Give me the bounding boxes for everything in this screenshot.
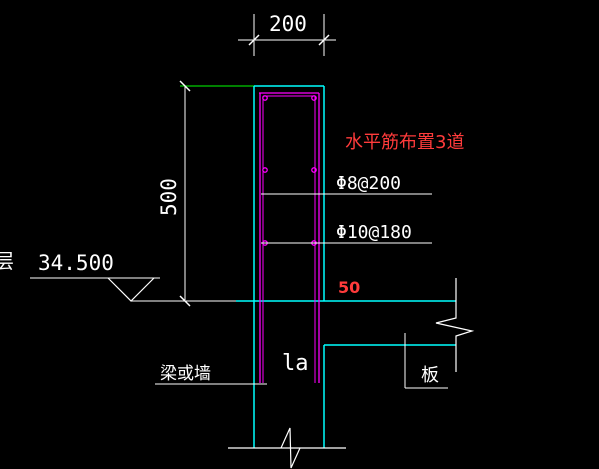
- bottom-break-line: [228, 427, 346, 469]
- rebar-dot: [311, 167, 317, 173]
- width-dimension: 200: [238, 12, 336, 56]
- slab-break-line: [435, 278, 475, 372]
- rebar-leader-1: Φ8@200: [261, 173, 432, 195]
- rebar-dot: [311, 95, 317, 101]
- offset-dim-label: 50: [338, 278, 360, 297]
- beam-or-wall-label: 梁或墙: [160, 364, 211, 384]
- rebar-dots: [262, 95, 317, 246]
- slab-label: 板: [421, 365, 439, 386]
- slab-leader: 板: [404, 333, 448, 389]
- height-dim-label: 500: [157, 178, 181, 216]
- slab-outline: [236, 300, 456, 346]
- rebar-label-2: Φ10@180: [336, 222, 412, 243]
- elevation-value: 34.500: [38, 251, 114, 275]
- rebar-leader-2: Φ10@180: [261, 222, 432, 244]
- height-dimension: 500: [157, 80, 254, 307]
- rebar-dot: [262, 167, 268, 173]
- beam-section-outline: [253, 85, 325, 448]
- anchorage-label: la: [282, 351, 309, 376]
- rebar-cage: [259, 92, 320, 383]
- elevation-marker: 层 34.500: [0, 249, 236, 302]
- horizontal-bars-note: 水平筋布置3道: [345, 132, 464, 153]
- width-dim-label: 200: [269, 12, 307, 36]
- beam-or-wall-leader: 梁或墙: [155, 364, 267, 385]
- rebar-label-1: Φ8@200: [336, 173, 401, 194]
- elevation-partial-label: 层: [0, 249, 14, 273]
- rebar-dot: [262, 95, 268, 101]
